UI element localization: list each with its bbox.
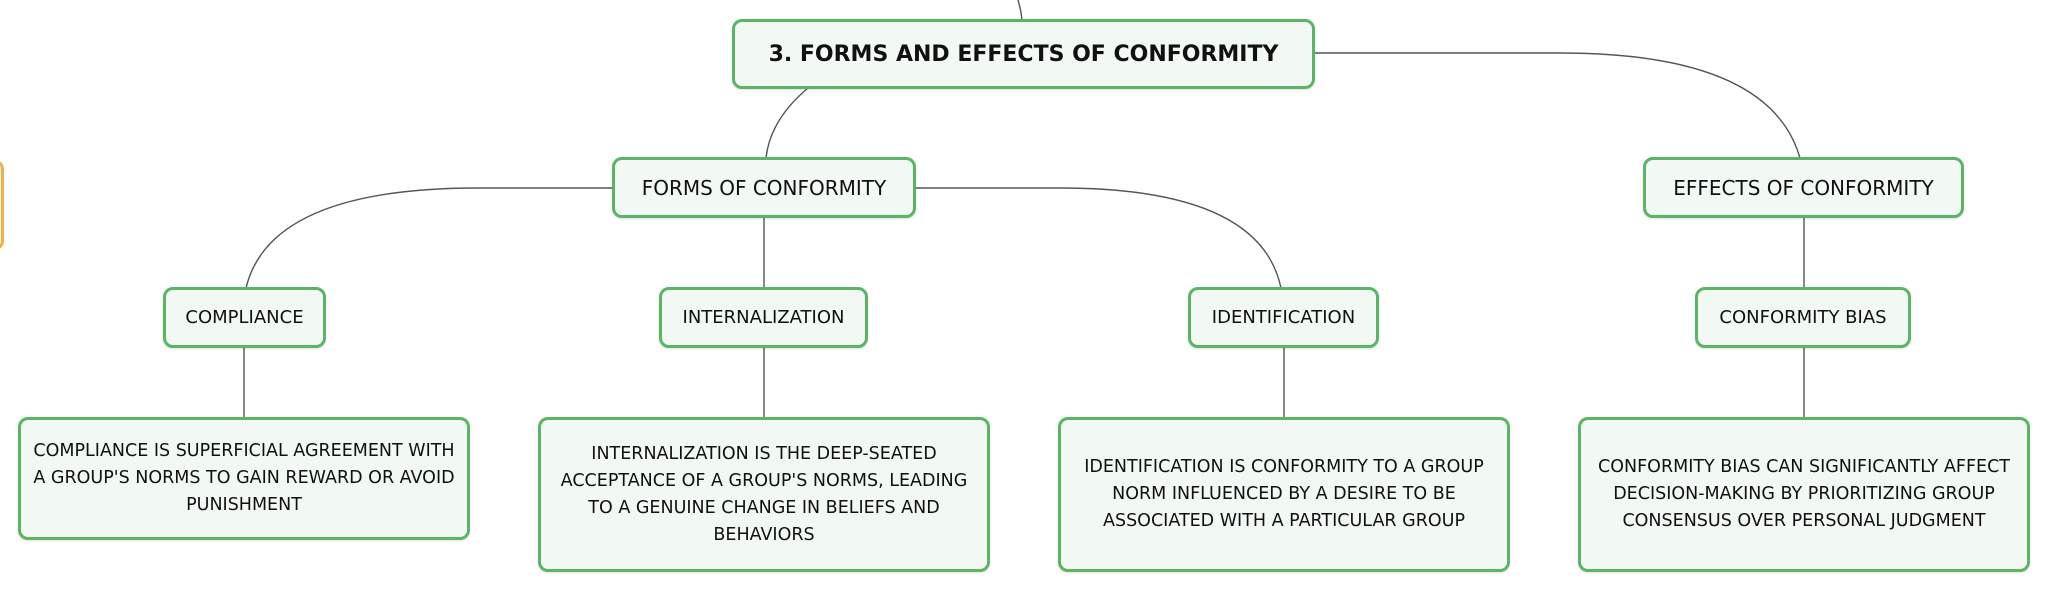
connector-forms-to-compliance [245,187,612,289]
identification-node[interactable]: IDENTIFICATION [1188,287,1379,348]
identification-description-text: IDENTIFICATION IS CONFORMITY TO A GROUP … [1084,457,1484,531]
compliance-label: COMPLIANCE [185,307,304,328]
effects-of-conformity-label: EFFECTS OF CONFORMITY [1673,175,1934,200]
internalization-description-text: INTERNALIZATION IS THE DEEP-SEATED ACCEP… [560,443,968,545]
effects-of-conformity-node[interactable]: EFFECTS OF CONFORMITY [1643,157,1964,218]
compliance-description-text: COMPLIANCE IS SUPERFICIAL AGREEMENT WITH… [33,441,455,515]
connector-parent-to-root [1017,0,1023,21]
forms-of-conformity-node[interactable]: FORMS OF CONFORMITY [612,157,916,218]
forms-of-conformity-label: FORMS OF CONFORMITY [641,175,887,200]
offscreen-node-edge [0,160,4,250]
compliance-node[interactable]: COMPLIANCE [163,287,326,348]
internalization-description-node[interactable]: INTERNALIZATION IS THE DEEP-SEATED ACCEP… [538,417,990,572]
conformity-bias-label: CONFORMITY BIAS [1719,307,1887,328]
root-node-label: 3. FORMS AND EFFECTS OF CONFORMITY [768,41,1279,67]
root-node[interactable]: 3. FORMS AND EFFECTS OF CONFORMITY [732,19,1315,89]
conformity-bias-node[interactable]: CONFORMITY BIAS [1695,287,1911,348]
connector-root-to-effects [1315,52,1801,159]
conformity-bias-description-text: CONFORMITY BIAS CAN SIGNIFICANTLY AFFECT… [1598,457,2010,531]
conformity-bias-description-node[interactable]: CONFORMITY BIAS CAN SIGNIFICANTLY AFFECT… [1578,417,2030,572]
identification-description-node[interactable]: IDENTIFICATION IS CONFORMITY TO A GROUP … [1058,417,1510,572]
connector-forms-to-identification [916,187,1282,289]
compliance-description-node[interactable]: COMPLIANCE IS SUPERFICIAL AGREEMENT WITH… [18,417,470,540]
internalization-label: INTERNALIZATION [682,307,845,328]
connector-root-to-forms [765,87,809,159]
internalization-node[interactable]: INTERNALIZATION [659,287,868,348]
identification-label: IDENTIFICATION [1211,307,1356,328]
